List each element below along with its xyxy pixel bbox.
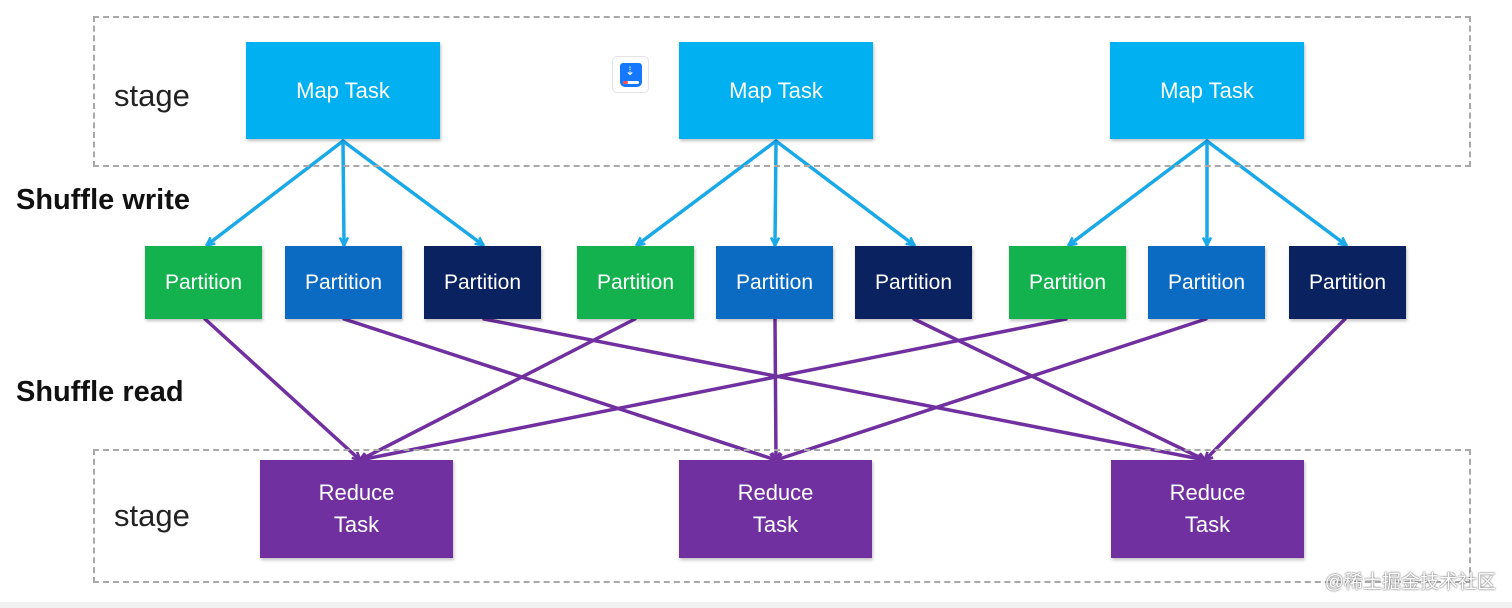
partition-box: Partition <box>716 246 833 319</box>
map-task-box: Map Task <box>246 42 440 139</box>
shuffle-write-arrow <box>775 139 776 247</box>
partition-label: Partition <box>1167 270 1246 294</box>
shuffle-write-arrow <box>1205 139 1346 245</box>
shuffle-read-arrow <box>776 317 1208 460</box>
partition-label: Partition <box>304 270 383 294</box>
bottom-stage-label: stage <box>114 498 190 533</box>
top-stage-frame <box>93 16 1471 167</box>
partition-box: Partition <box>1148 246 1265 319</box>
partition-label: Partition <box>874 270 953 294</box>
reduce-task-box: Reduce Task <box>260 460 453 558</box>
partition-label: Partition <box>1028 270 1107 294</box>
partition-box: Partition <box>145 246 262 319</box>
shuffle-read-arrow <box>912 317 1205 462</box>
bottom-strip <box>0 602 1512 608</box>
map-task-label: Map Task <box>296 77 390 103</box>
shuffle-write-label: Shuffle write <box>16 184 191 216</box>
shuffle-read-arrow <box>342 317 776 460</box>
partition-box: Partition <box>855 246 972 319</box>
top-stage-label: stage <box>114 78 190 113</box>
partition-box: Partition <box>285 246 402 319</box>
doc-icon[interactable]: ⇣ <box>612 56 649 93</box>
partition-label: Partition <box>443 270 522 294</box>
shuffle-write-arrow <box>774 139 914 245</box>
shuffle-read-arrow <box>360 317 637 462</box>
partition-box: Partition <box>577 246 694 319</box>
shuffle-read-arrow <box>775 317 776 462</box>
shuffle-read-arrow <box>203 317 360 460</box>
shuffle-write-arrow <box>1069 139 1209 245</box>
reduce-task-label-line2: Task <box>333 512 380 537</box>
shuffle-read-label: Shuffle read <box>16 376 184 408</box>
partition-label: Partition <box>1308 270 1387 294</box>
reduce-task-box: Reduce Task <box>1111 460 1304 558</box>
reduce-task-label-line2: Task <box>1184 512 1231 537</box>
partition-label: Partition <box>735 270 814 294</box>
shuffle-write-arrow <box>343 139 344 247</box>
shuffle-write-arrow <box>341 139 483 245</box>
map-task-box: Map Task <box>1110 42 1304 139</box>
shuffle-read-arrows <box>203 317 1347 462</box>
shuffle-read-arrow <box>1205 317 1347 460</box>
reduce-task-box: Reduce Task <box>679 460 872 558</box>
partition-label: Partition <box>164 270 243 294</box>
reduce-task-label-line1: Reduce <box>318 480 395 505</box>
watermark: @稀土掘金技术社区 <box>1324 572 1496 593</box>
reduce-task-label-line2: Task <box>752 512 799 537</box>
partition-box: Partition <box>1289 246 1406 319</box>
map-task-box: Map Task <box>679 42 873 139</box>
reduce-task-label-line1: Reduce <box>1169 480 1246 505</box>
chevron-down-icon: ⇣ <box>625 64 636 78</box>
map-task-label: Map Task <box>1160 77 1254 103</box>
map-task-label: Map Task <box>729 77 823 103</box>
partition-label: Partition <box>596 270 675 294</box>
bottom-stage-frame <box>93 449 1471 583</box>
partition-box: Partition <box>1009 246 1126 319</box>
reduce-task-label-line1: Reduce <box>737 480 814 505</box>
shuffle-write-arrow <box>207 139 345 245</box>
partition-box: Partition <box>424 246 541 319</box>
shuffle-write-arrows <box>207 139 1346 247</box>
shuffle-read-arrow <box>360 317 1068 460</box>
doc-icon-body: ⇣ <box>620 63 642 87</box>
shuffle-write-arrow <box>637 139 778 245</box>
shuffle-read-arrow <box>482 317 1205 460</box>
